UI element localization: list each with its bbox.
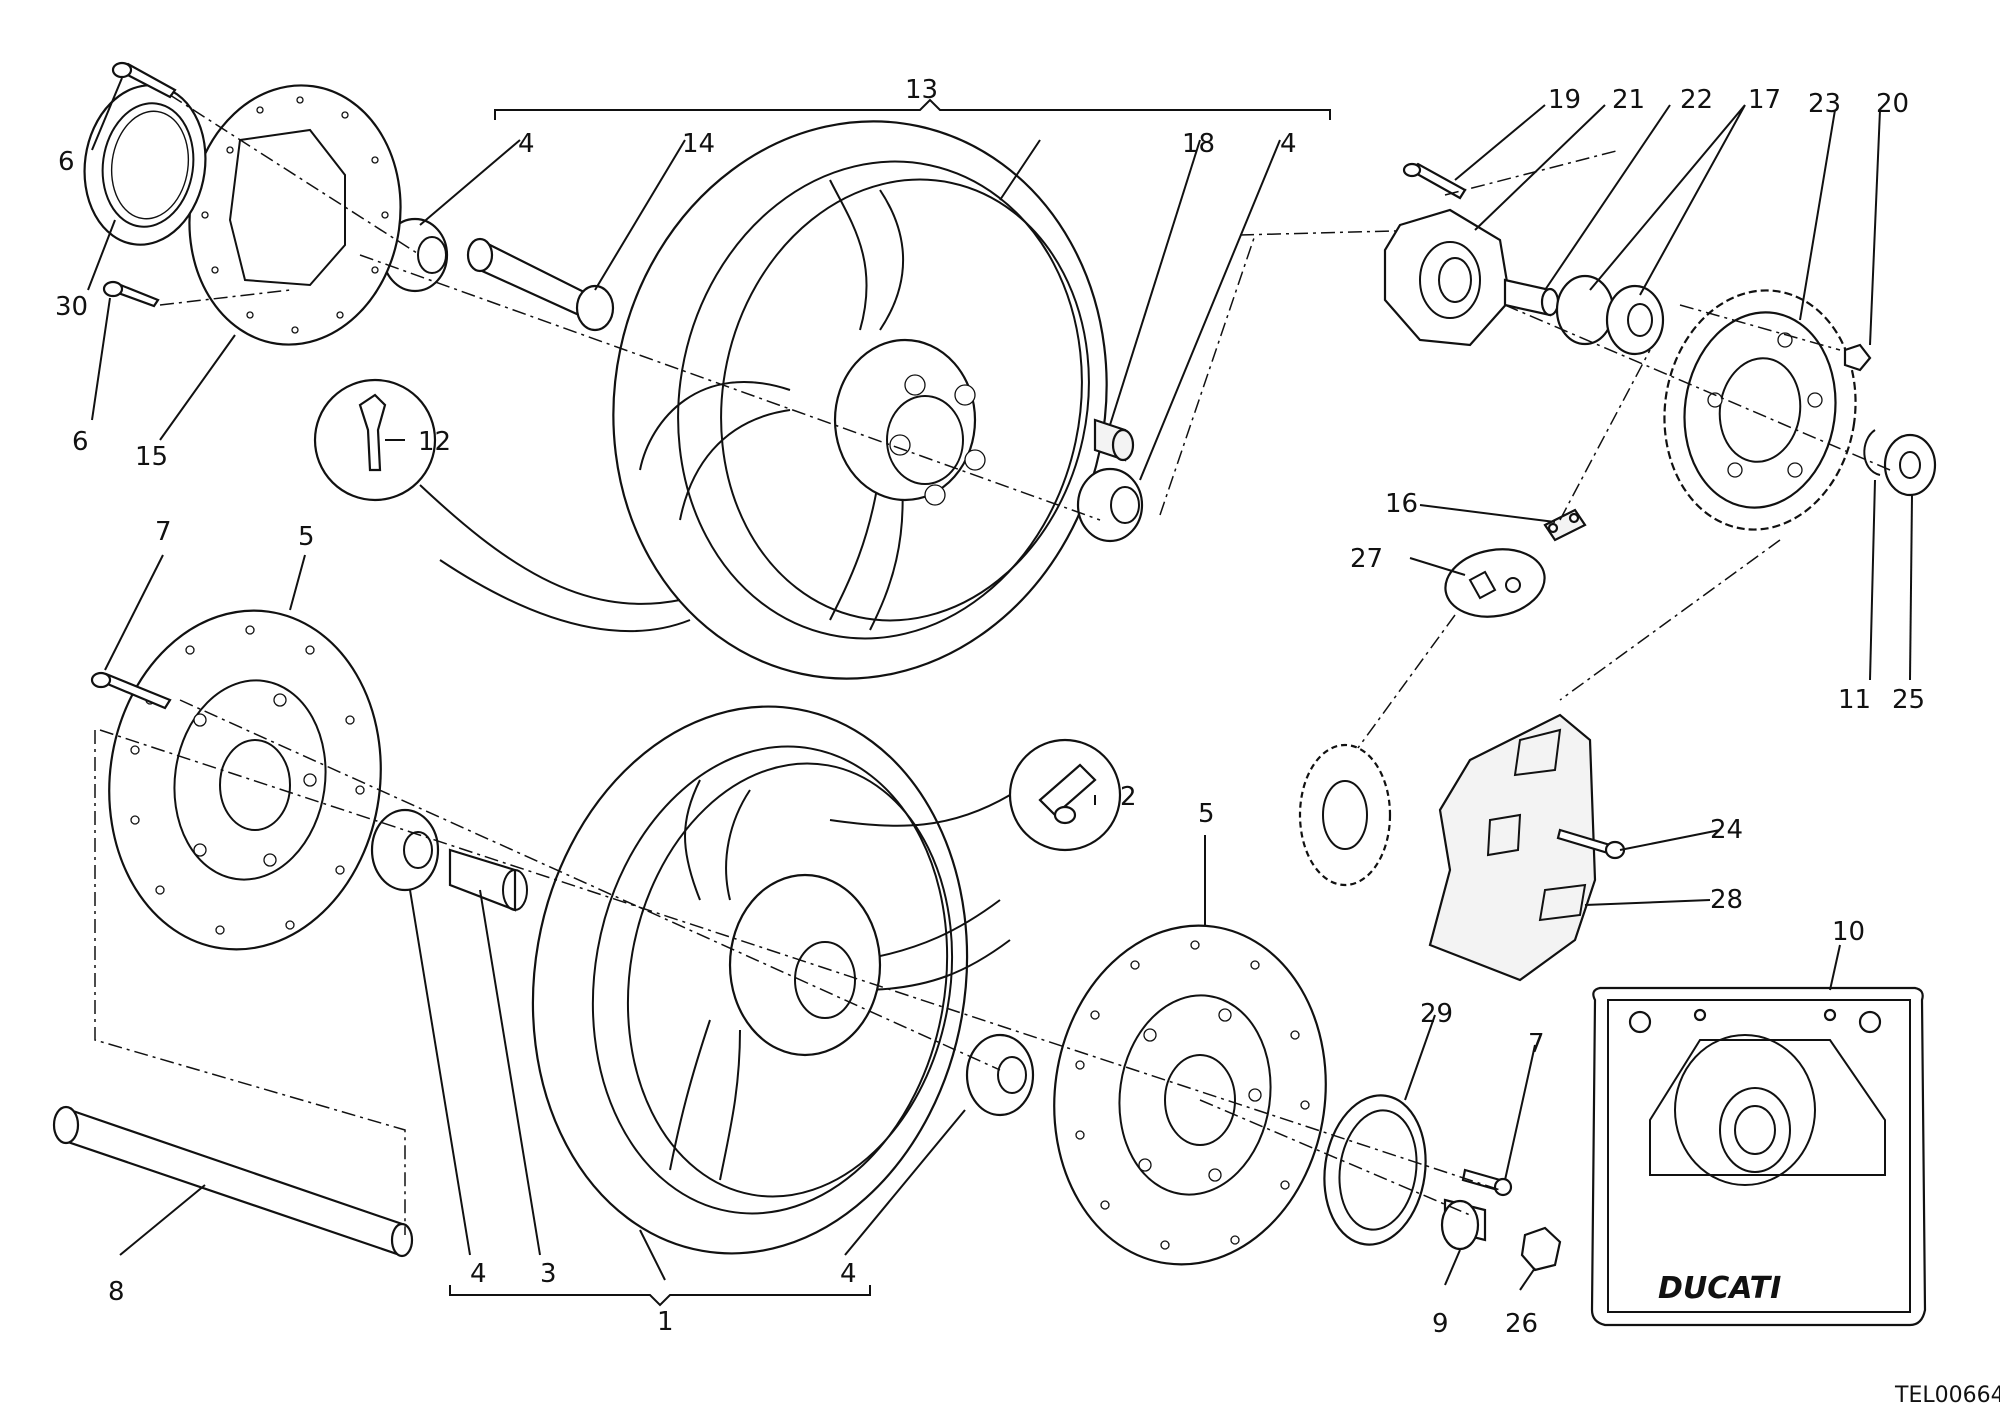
callout-23: 23 (1808, 89, 1841, 119)
front-spacer-3 (448, 848, 528, 912)
callout-27: 27 (1350, 544, 1383, 574)
front-abs-ring (1323, 1094, 1427, 1246)
front-sprocket-outline (1298, 743, 1392, 887)
callout-9: 9 (1432, 1309, 1449, 1339)
callout-12: 12 (418, 427, 451, 457)
rear-spacer-14 (466, 237, 615, 332)
callout-4: 4 (470, 1259, 487, 1289)
rear-sprocket-23 (1663, 289, 1857, 531)
callout-1: 1 (657, 1307, 674, 1337)
callout-29: 29 (1420, 999, 1453, 1029)
callout-26: 26 (1505, 1309, 1538, 1339)
front-brake-disc-right (1053, 924, 1327, 1266)
axis-front (94, 699, 1501, 1235)
rear-abs-ring (83, 84, 207, 246)
callout-19: 19 (1548, 85, 1581, 115)
callout-16: 16 (1385, 489, 1418, 519)
callout-6: 6 (72, 427, 89, 457)
rear-wheel (439, 120, 1108, 680)
callout-25: 25 (1892, 685, 1925, 715)
front-axle-8 (52, 1105, 414, 1258)
sprocket-gauge-plate: DUCATI (1590, 986, 1927, 1327)
callout-28: 28 (1710, 885, 1743, 915)
callout-7: 7 (1528, 1029, 1545, 1059)
rear-bush-18 (1093, 418, 1135, 462)
washer-25 (1883, 433, 1937, 497)
axis-sprocket (1319, 149, 1891, 801)
callout-24: 24 (1710, 815, 1743, 845)
callout-14: 14 (682, 129, 715, 159)
callout-4: 4 (518, 129, 535, 159)
sprocket-carrier-21 (1383, 208, 1512, 347)
valve-inset-12 (313, 378, 681, 605)
sprocket-cover-28 (1428, 713, 1597, 982)
spacer-9 (1440, 1198, 1487, 1251)
callout-2: 2 (1120, 782, 1137, 812)
valve-inset-2 (1008, 738, 1122, 852)
bracket-13 (494, 98, 1331, 120)
bolt-6-top (111, 61, 177, 99)
callout-18: 18 (1182, 129, 1215, 159)
callout-20: 20 (1876, 89, 1909, 119)
callout-30: 30 (55, 292, 88, 322)
front-wheel (531, 705, 1011, 1255)
rear-bearing-right (1076, 467, 1144, 543)
callout-13: 13 (905, 75, 938, 105)
axis-rear (159, 94, 1431, 521)
master-link-inset-27 (1444, 548, 1546, 618)
bolt-6-bottom (102, 280, 160, 308)
bolt-24 (1556, 828, 1626, 860)
circlip-11 (1863, 429, 1881, 476)
callout-11: 11 (1838, 685, 1871, 715)
callout-21: 21 (1612, 85, 1645, 115)
nut-20 (1843, 343, 1872, 372)
callout-4: 4 (840, 1259, 857, 1289)
nut-26 (1520, 1226, 1562, 1272)
front-bearing-left (370, 808, 440, 892)
spacer-22 (1503, 278, 1560, 317)
rear-brake-disc (188, 84, 402, 346)
callout-8: 8 (108, 1277, 125, 1307)
chain-link-16 (1543, 508, 1587, 542)
callout-6: 6 (58, 147, 75, 177)
callout-4: 4 (1280, 129, 1297, 159)
callouts: 13 4 14 18 4 19 21 22 17 23 20 6 30 6 15… (55, 75, 2000, 1408)
callout-15: 15 (135, 442, 168, 472)
leader-lines (87, 77, 1913, 1291)
callout-3: 3 (540, 1259, 557, 1289)
callout-10: 10 (1832, 917, 1865, 947)
bearings-17 (1555, 274, 1665, 356)
callout-7: 7 (155, 517, 172, 547)
callout-17: 17 (1748, 85, 1781, 115)
callout-5: 5 (1198, 799, 1215, 829)
bolt-7-bottom (1461, 1168, 1513, 1197)
bolt-7-top (90, 671, 172, 710)
drawing-code: TEL00664 (1894, 1383, 2000, 1408)
bracket-1 (449, 1285, 871, 1307)
callout-5: 5 (298, 522, 315, 552)
front-brake-disc-left (108, 609, 382, 951)
ducati-logo: DUCATI (1658, 1271, 1781, 1306)
callout-22: 22 (1680, 85, 1713, 115)
front-bearing-right (965, 1033, 1035, 1117)
